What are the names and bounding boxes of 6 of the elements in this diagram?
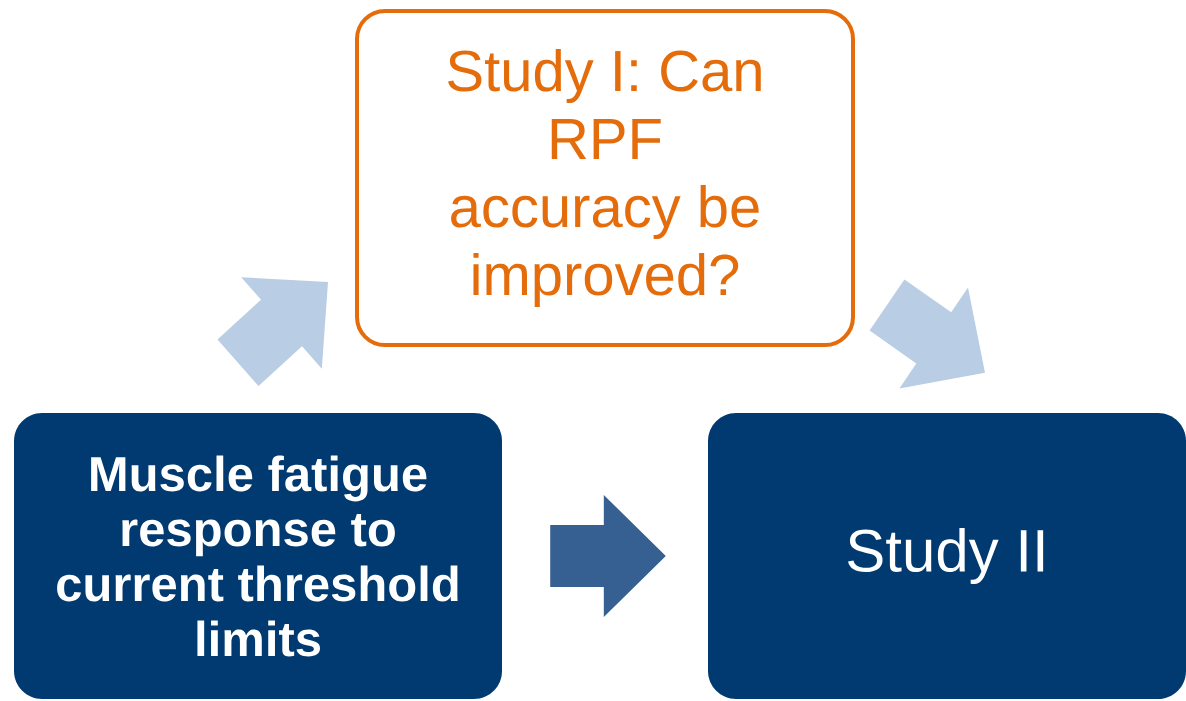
process-box: Study II (708, 413, 1186, 699)
block-arrow (550, 495, 666, 617)
question-box: Study I: Can RPF accuracy be improved? (355, 9, 855, 347)
process-box: Muscle fatigue response to current threshold limits (14, 413, 502, 699)
block-arrow (217, 277, 328, 387)
block-arrow (869, 279, 985, 389)
